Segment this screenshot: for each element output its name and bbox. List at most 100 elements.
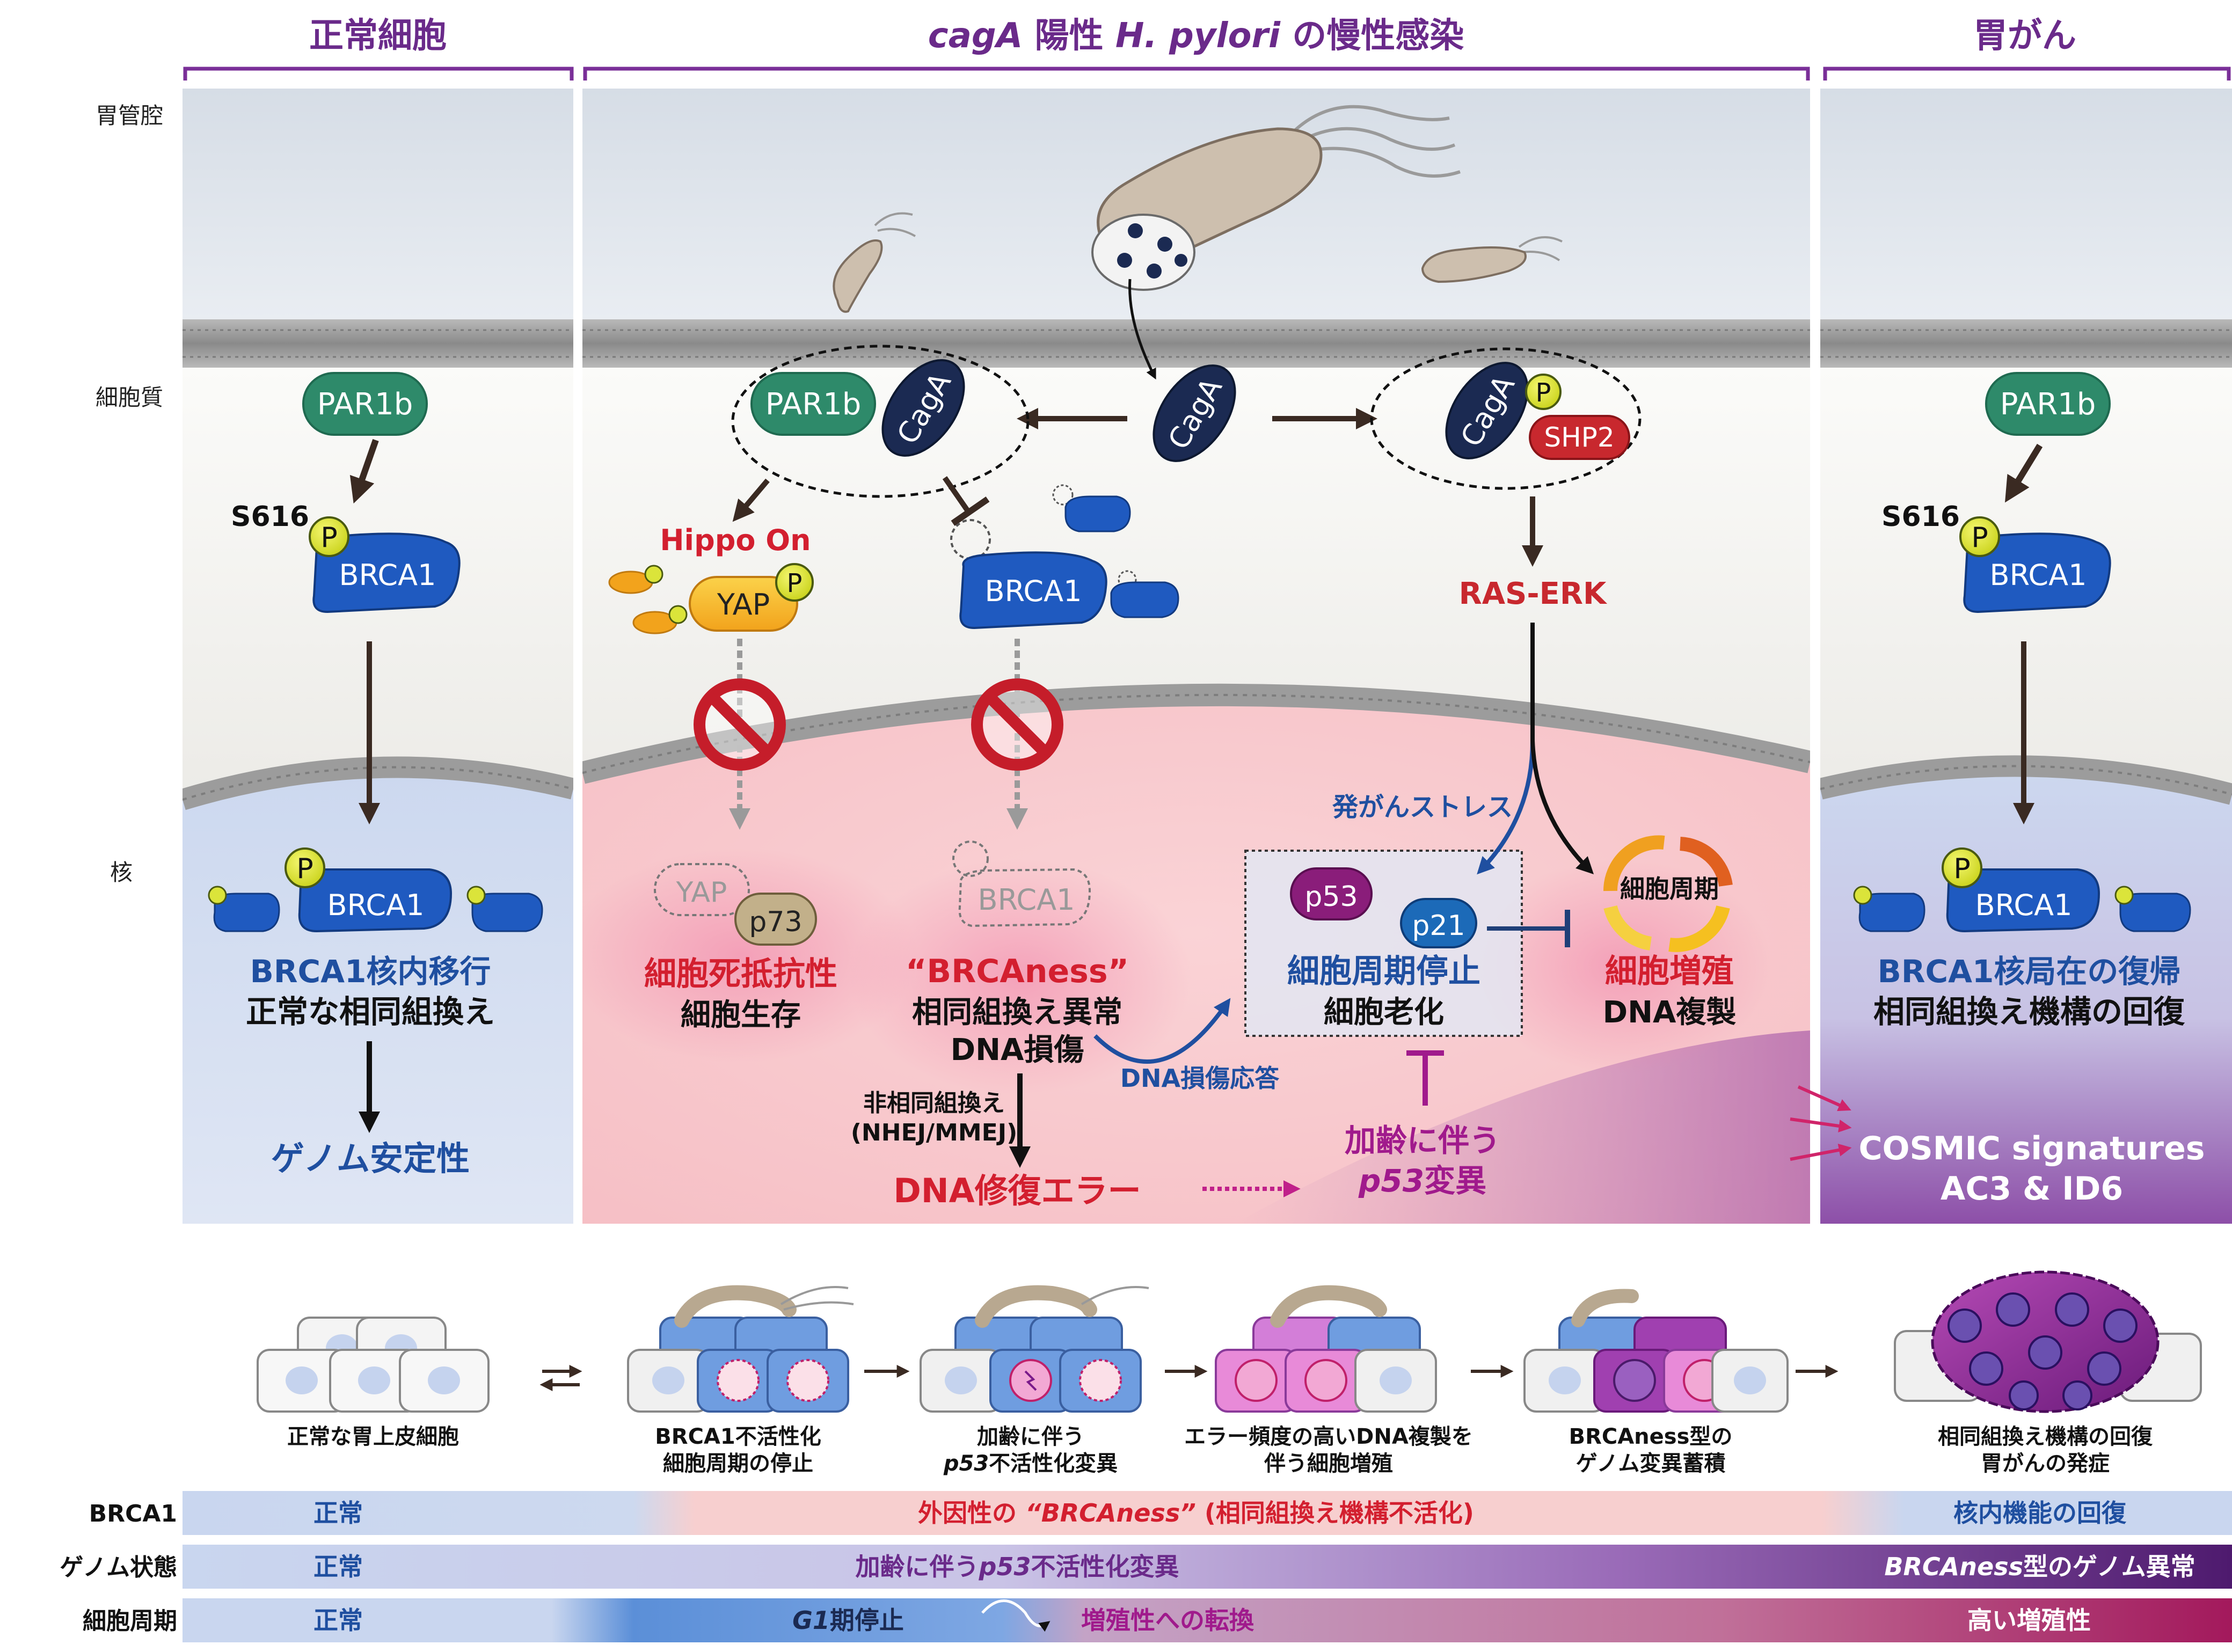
caga-shp2-complex-ring [1370,347,1642,490]
stage-6-caption-1: 相同組換え機構の回復 [1938,1424,2153,1449]
s616-label: S616 [1881,501,1960,533]
stage-3-caption-1: 加齢に伴う [977,1424,1084,1449]
p21-label: p21 [1412,910,1465,942]
arrest-box [1244,850,1523,1037]
arrow-ddr [1093,998,1231,1064]
panel-normal [183,89,573,1224]
p-label: P [1971,522,1988,554]
p-label: P [1536,378,1551,408]
nhej-label-2: (NHEJ/MMEJ) [851,1119,1017,1146]
stage-6-gastric-cancer [1894,1270,2202,1413]
brca1-label: BRCA1 [1990,558,2087,592]
left-brca1-nucleus: BRCA1 P [208,847,543,933]
ddr-label: DNA損傷応答 [1120,1064,1280,1093]
caga-phospho: CagA P [1445,362,1562,459]
brca1-label: BRCA1 [978,883,1075,917]
p-label: P [296,853,313,885]
brca1-nuclear-ghost: BRCA1 [952,840,1091,927]
ras-erk-label: RAS-ERK [1459,576,1608,611]
par1b-caga-complex-ring [731,345,1030,498]
brca1-label: BRCA1 [327,888,425,922]
bar-cycle-high: 高い増殖性 [1967,1606,2091,1635]
stage-2-brca1-inactivation [627,1285,854,1413]
stage-5-caption-2: ゲノム変異蓄積 [1576,1451,1726,1476]
arrow-complex-to-hippo [732,478,770,522]
caga-central: CagA [1153,364,1236,462]
p-label: P [1953,853,1970,885]
stage-2-caption-2: 細胞周期の停止 [663,1451,813,1476]
section-headers: 正常細胞 cagA 陽性 H. pylori の慢性感染 胃がん [183,16,2231,81]
bar-genome-normal: 正常 [313,1552,363,1581]
cosmic-ac3-id6-label: AC3 & ID6 [1941,1170,2123,1208]
brcaness-label: “BRCAness” [906,953,1129,990]
bar-label-brca1: BRCA1 [89,1500,177,1527]
p53: p53 [1290,867,1373,920]
aging-p53-label-1: 加齢に伴う [1345,1122,1500,1159]
stage-5-caption-1: BRCAness型の [1569,1424,1733,1449]
block-icon-brca1 [971,678,1063,771]
cosmic-signatures-label: COSMIC signatures [1858,1130,2205,1167]
bracket-cancer [1823,67,2231,81]
row-label-nucleus: 核 [110,859,133,886]
yap-label: YAP [717,588,770,622]
block-icon-yap [694,678,786,771]
equilibrium-arrows [539,1365,582,1391]
bar-label-cycle: 細胞周期 [83,1607,177,1635]
h-pylori-large-icon [1091,105,1461,291]
brca1-label: BRCA1 [985,574,1082,608]
dna-replication-label: DNA複製 [1603,995,1737,1030]
left-genome-stability: ゲノム安定性 [271,1139,470,1178]
bar-genome-right: BRCAness型のゲノム異常 [1884,1552,2195,1581]
brca1-fragments-cyto [1052,484,1179,618]
death-resistance-label: 細胞死抵抗性 [644,955,837,993]
row-label-cytoplasm: 細胞質 [96,384,163,411]
bar-cycle [183,1598,2232,1642]
arrow-ras-to-proliferation [1530,623,1594,875]
hr-abnormal-label: 相同組換え異常 [912,995,1122,1030]
right-par1b: PAR1b [1985,372,2111,436]
left-normal-hr: 正常な相同組換え [246,993,495,1030]
repair-error-label: DNA修復エラー [893,1171,1141,1210]
par1b-in-complex: PAR1b [750,372,876,436]
left-par1b: PAR1b [302,372,428,436]
stage-1-caption-1: 正常な胃上皮細胞 [287,1424,459,1449]
bar-genome-mid: 加齢に伴うp53不活性化変異 [856,1552,1179,1581]
stage-2-caption-1: BRCA1不活性化 [655,1424,821,1449]
bar-cycle-g1: G1期停止 [792,1606,904,1635]
bar-brca1-right: 核内機能の回復 [1953,1499,2127,1527]
right-brca1-relocalization: BRCA1核局在の復帰 [1878,953,2181,990]
header-infection: cagA 陽性 H. pylori の慢性感染 [928,16,1464,56]
left-nuclear-translocation: BRCA1核内移行 [250,953,491,990]
brca1-cyto-unphospho: BRCA1 [950,519,1107,630]
nhej-label-1: 非相同組換え [863,1090,1005,1117]
p21: p21 [1400,898,1477,948]
bar-brca1-normal: 正常 [313,1499,363,1527]
brca1-label: BRCA1 [339,558,436,592]
stage-3-p53-mutation [920,1285,1149,1413]
stage-6-caption-2: 胃がんの発症 [1981,1451,2110,1476]
h-pylori-small-icon-right [1421,236,1563,283]
bracket-infection [583,67,1810,81]
bar-genome [183,1545,2232,1589]
shp2: SHP2 [1529,415,1630,460]
cycle-transition-arrow [981,1599,1051,1632]
par1b-label: PAR1b [765,387,862,422]
stage-captions: 正常な胃上皮細胞 BRCA1不活性化 細胞周期の停止 加齢に伴う p53不活性化… [287,1424,2153,1476]
stage-4-caption-1: エラー頻度の高いDNA複製を [1184,1424,1473,1449]
p-label: P [787,568,803,598]
hippo-on-label: Hippo On [660,523,811,557]
shp2-label: SHP2 [1544,422,1614,453]
brca1-label: BRCA1 [1975,888,2073,922]
arrow-par1b-brca1-right [2004,443,2043,503]
par1b-label: PAR1b [317,387,413,422]
proliferation-label: 細胞増殖 [1605,953,1734,990]
par1b-label: PAR1b [2000,387,2096,422]
arrow-caga-injection [1128,279,1156,380]
row-label-lumen: 胃管腔 [96,103,163,129]
right-brca1-nucleus: BRCA1 P [1853,847,2191,933]
bar-label-genome: ゲノム状態 [60,1554,177,1581]
cell-cycle-icon: 細胞周期 [1603,835,1733,952]
oncogenic-stress-label: 発がんストレス [1332,792,1513,822]
stage-5-brcaness-mutation [1523,1289,1789,1413]
stage-4-error-prone-proliferation [1215,1285,1437,1413]
